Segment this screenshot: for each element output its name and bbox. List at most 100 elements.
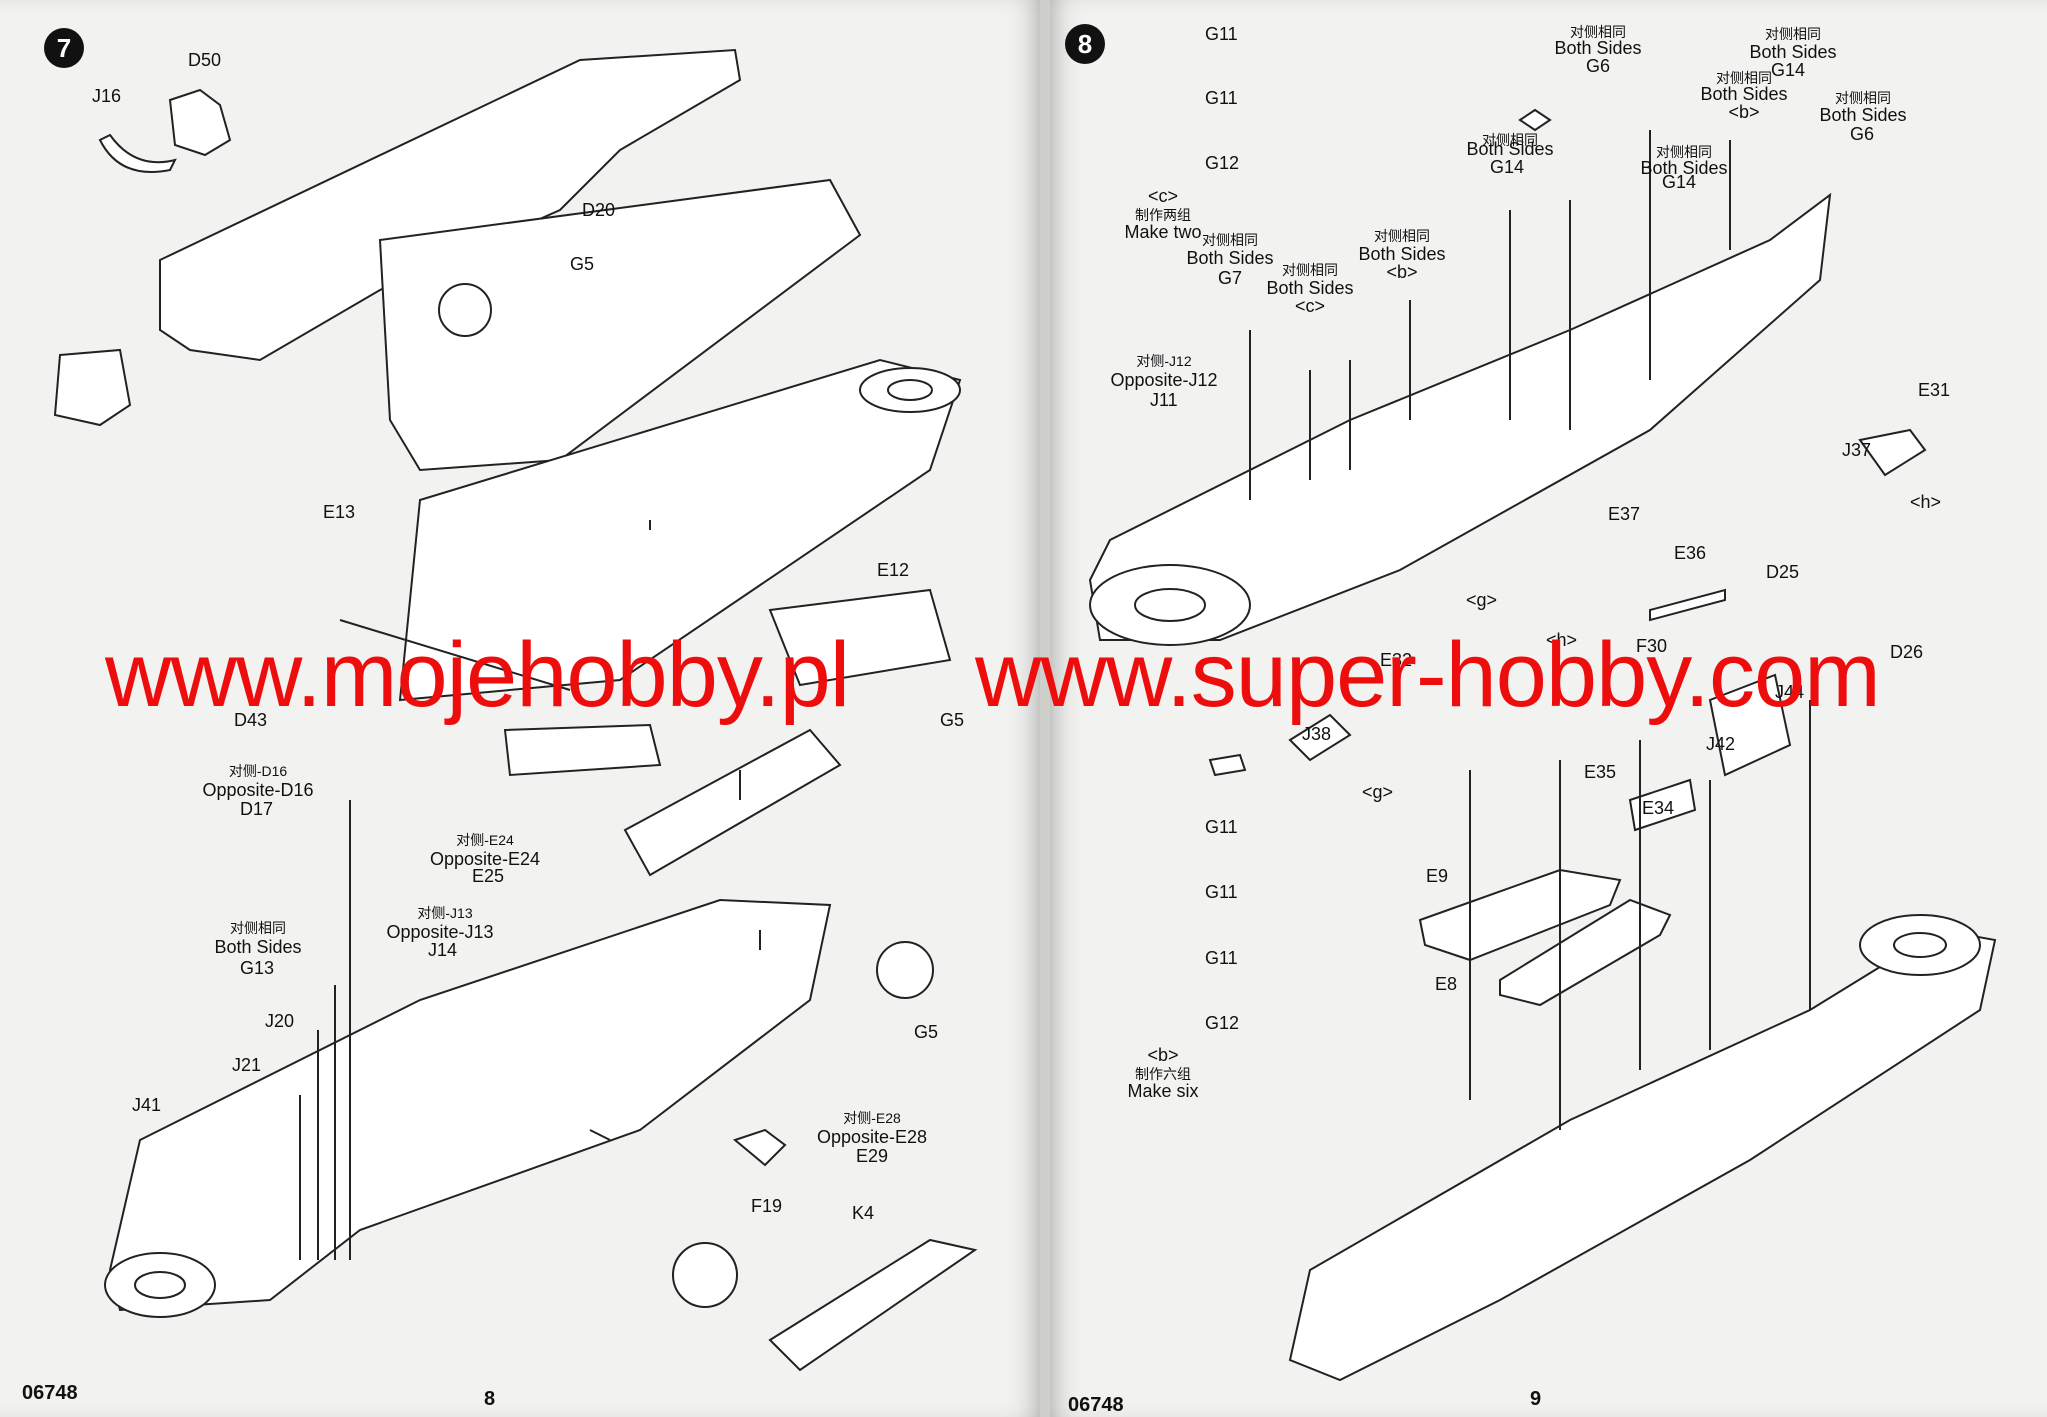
step-number-badge: 8 xyxy=(1065,24,1105,64)
part-label-g13: G13 xyxy=(240,958,275,978)
part-label-g5-low: G5 xyxy=(914,1022,939,1042)
part-note-g14a-cn: 对侧相同 xyxy=(1482,132,1538,148)
part-note-g14c-en: Both Sides xyxy=(1749,42,1837,62)
product-code: 06748 xyxy=(22,1382,78,1404)
subassembly-tag-b2: <b> xyxy=(1728,102,1760,122)
part-label-j44: J44 xyxy=(1775,682,1805,702)
part-label-e8: E8 xyxy=(1435,974,1458,994)
part-label-d43: D43 xyxy=(234,710,268,730)
part-label-g11-a: G11 xyxy=(1205,24,1238,44)
part-label-g6b: G6 xyxy=(1850,124,1875,144)
part-note-g13-en: Both Sides xyxy=(214,937,302,957)
part-label-g5-top: G5 xyxy=(570,254,595,274)
subassembly-tag-c: <c> xyxy=(1147,186,1179,206)
part-note-j14-cn: 对侧-J13 xyxy=(417,905,473,921)
subassembly-tag-g2: <g> xyxy=(1362,782,1394,802)
make-two-cn: 制作两组 xyxy=(1135,207,1191,223)
part-label-g14c: G14 xyxy=(1771,60,1806,80)
page-number: 8 xyxy=(484,1388,496,1410)
part-label-j16: J16 xyxy=(92,86,122,106)
part-note-c2-cn: 对侧相同 xyxy=(1282,262,1338,278)
product-code: 06748 xyxy=(1068,1394,1124,1416)
part-label-g11-d: G11 xyxy=(1205,882,1238,902)
part-label-e37: E37 xyxy=(1608,504,1641,524)
part-note-j14-en: Opposite-J13 xyxy=(386,922,494,942)
part-label-e9: E9 xyxy=(1426,866,1449,886)
part-note-g14b-cn: 对侧相同 xyxy=(1656,144,1712,160)
part-label-g11-e: G11 xyxy=(1205,948,1238,968)
part-note-b2-en: Both Sides xyxy=(1700,84,1788,104)
part-label-e32: E32 xyxy=(1380,650,1413,670)
part-note-b1-cn: 对侧相同 xyxy=(1374,228,1430,244)
part-note-e25-en: Opposite-E24 xyxy=(429,849,541,869)
part-note-g6a-en: Both Sides xyxy=(1554,38,1642,58)
part-label-j37: J37 xyxy=(1842,440,1872,460)
subassembly-tag-h2: <h> xyxy=(1546,630,1578,650)
part-label-e34: E34 xyxy=(1642,798,1675,818)
part-label-j20: J20 xyxy=(265,1011,295,1031)
part-label-j21: J21 xyxy=(232,1055,262,1075)
part-note-g6b-cn: 对侧相同 xyxy=(1835,90,1891,106)
make-six-cn: 制作六组 xyxy=(1135,1066,1191,1082)
part-label-e12: E12 xyxy=(877,560,910,580)
part-label-f30: F30 xyxy=(1636,636,1668,656)
part-note-j11-en: Opposite-J12 xyxy=(1110,370,1218,390)
part-label-e31: E31 xyxy=(1918,380,1951,400)
part-label-j14: J14 xyxy=(428,940,458,960)
part-label-g12-b: G12 xyxy=(1205,1013,1240,1033)
step-7-assembly-drawing xyxy=(53,48,978,1372)
part-label-j38: J38 xyxy=(1302,724,1332,744)
part-label-g14b: G14 xyxy=(1662,172,1697,192)
part-note-e29-en: Opposite-E28 xyxy=(816,1127,928,1147)
part-note-j11-cn: 对侧-J12 xyxy=(1136,353,1192,369)
part-label-e35: E35 xyxy=(1584,762,1617,782)
left-instruction-page: 7 D50 J16 D20 G5 E13 E12 D43 G5 对侧-D16 O… xyxy=(0,0,1040,1417)
part-label-g12-a: G12 xyxy=(1205,153,1240,173)
part-label-j41: J41 xyxy=(132,1095,162,1115)
part-note-b2-cn: 对侧相同 xyxy=(1716,70,1772,86)
part-label-d25: D25 xyxy=(1766,562,1800,582)
part-note-g14b-en: Both Sides xyxy=(1640,158,1728,178)
part-label-e36: E36 xyxy=(1674,543,1707,563)
part-label-g11-c: G11 xyxy=(1205,817,1238,837)
part-note-g7-en: Both Sides xyxy=(1186,248,1274,268)
subassembly-tag-h1: <h> xyxy=(1910,492,1942,512)
part-note-b1-en: Both Sides xyxy=(1358,244,1446,264)
part-note-c2-en: Both Sides xyxy=(1266,278,1354,298)
right-instruction-page: 8 G11 G11 G12 <c> 制作两组 Make two 对侧相同 Bot… xyxy=(1050,0,2047,1417)
part-note-g13-cn: 对侧相同 xyxy=(230,920,286,936)
make-six-en: Make six xyxy=(1127,1081,1199,1101)
part-label-d20: D20 xyxy=(582,200,616,220)
part-label-d26: D26 xyxy=(1890,642,1924,662)
subassembly-tag-b: <b> xyxy=(1147,1045,1179,1065)
part-label-d17: D17 xyxy=(240,799,274,819)
step-8-assembly-drawing xyxy=(1088,108,1997,1382)
part-label-g14a: G14 xyxy=(1490,157,1525,177)
part-note-d17-cn: 对侧-D16 xyxy=(228,763,288,779)
part-label-g11-b: G11 xyxy=(1205,88,1238,108)
part-label-d50: D50 xyxy=(188,50,222,70)
book-gutter xyxy=(1040,0,1050,1417)
part-note-e29-cn: 对侧-E28 xyxy=(843,1110,901,1126)
part-label-j42: J42 xyxy=(1706,734,1736,754)
part-label-f19: F19 xyxy=(751,1196,783,1216)
part-note-g7-cn: 对侧相同 xyxy=(1202,232,1258,248)
part-note-g14a-en: Both Sides xyxy=(1466,139,1554,159)
watermark-left: www.mojehobby.pl xyxy=(105,624,850,726)
part-note-d17-en: Opposite-D16 xyxy=(202,780,314,800)
part-note-g6b-en: Both Sides xyxy=(1819,105,1907,125)
subassembly-tag-c2: <c> xyxy=(1294,296,1326,316)
subassembly-tag-g1: <g> xyxy=(1466,590,1498,610)
part-note-g14c-cn: 对侧相同 xyxy=(1765,26,1821,42)
part-note-e25-cn: 对侧-E24 xyxy=(456,832,514,848)
part-label-e29: E29 xyxy=(856,1146,889,1166)
part-label-e13: E13 xyxy=(323,502,356,522)
make-two-en: Make two xyxy=(1124,222,1202,242)
part-label-g6a: G6 xyxy=(1586,56,1611,76)
watermark-right: www.super-hobby.com xyxy=(975,624,1881,726)
part-label-e25: E25 xyxy=(472,866,505,886)
part-label-j11: J11 xyxy=(1150,390,1178,410)
step-number-badge: 7 xyxy=(44,28,84,68)
part-note-g6a-cn: 对侧相同 xyxy=(1570,24,1626,40)
part-label-g7: G7 xyxy=(1218,268,1243,288)
